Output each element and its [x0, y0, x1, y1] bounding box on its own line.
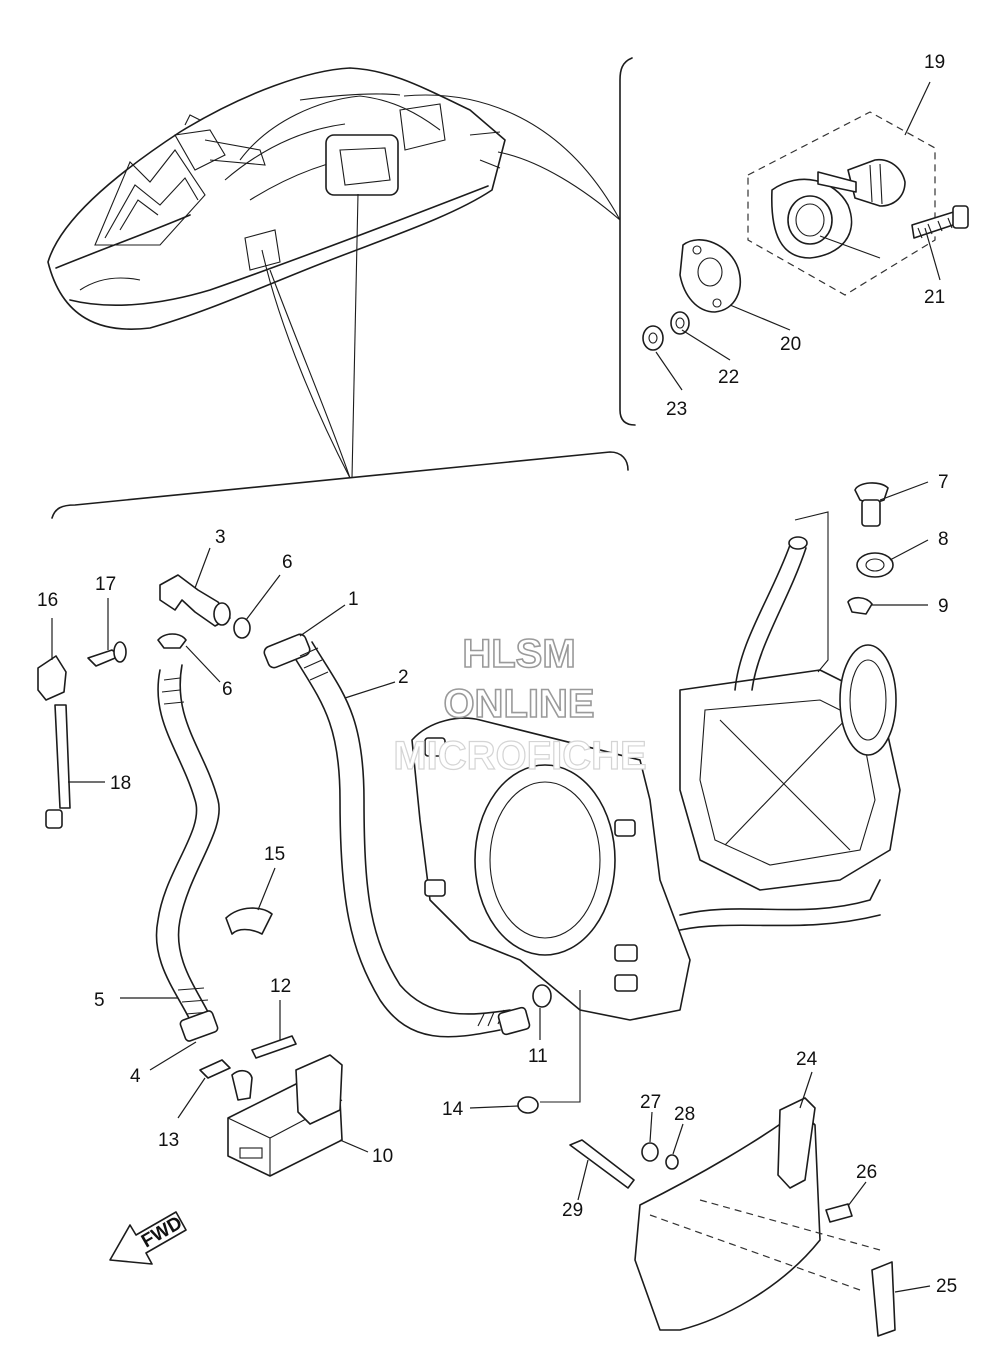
watercraft-overview [47, 67, 621, 479]
forward-direction-arrow: FWD [109, 1211, 187, 1265]
callout-14: 14 [442, 1099, 464, 1120]
callout-1: 1 [348, 589, 359, 610]
watermark: HLSM ONLINE MICROFICHE [393, 631, 648, 778]
callout-12: 12 [270, 976, 291, 997]
callout-numbers: 1 2 3 4 5 6 6 7 8 9 10 11 12 13 14 15 16… [37, 52, 957, 1297]
callout-28: 28 [674, 1104, 695, 1125]
callout-4: 4 [130, 1066, 141, 1087]
upper-section-bracket [619, 57, 636, 426]
cover-plate-assembly [569, 1097, 896, 1337]
callout-2: 2 [398, 667, 409, 688]
callout-18: 18 [110, 773, 131, 794]
callout-3: 3 [215, 527, 226, 548]
callout-23: 23 [666, 399, 687, 420]
callout-10: 10 [372, 1146, 393, 1167]
callout-21: 21 [924, 287, 945, 308]
callout-19: 19 [924, 52, 945, 73]
hoses-and-fittings [37, 574, 552, 1177]
drain-plug-assembly [642, 111, 969, 351]
lower-section-bracket [51, 451, 629, 519]
callout-8: 8 [938, 529, 949, 550]
callout-17: 17 [95, 574, 116, 595]
callout-24: 24 [796, 1049, 818, 1070]
callout-9: 9 [938, 596, 949, 617]
callout-7: 7 [938, 472, 949, 493]
callout-11: 11 [528, 1046, 548, 1067]
watermark-line1: HLSM [462, 632, 575, 676]
callout-29: 29 [562, 1200, 583, 1221]
callout-6-lower: 6 [222, 679, 233, 700]
jet-pump-housing [411, 482, 901, 1103]
callout-26: 26 [856, 1162, 877, 1183]
callout-20: 20 [780, 334, 801, 355]
callout-22: 22 [718, 367, 739, 388]
watermark-line2: ONLINE [443, 682, 594, 726]
callout-leaders [51, 81, 941, 1293]
callout-27: 27 [640, 1092, 661, 1113]
callout-13: 13 [158, 1130, 179, 1151]
callout-6-upper: 6 [282, 552, 293, 573]
fwd-label: FWD [138, 1213, 186, 1253]
callout-15: 15 [264, 844, 285, 865]
callout-16: 16 [37, 590, 58, 611]
callout-5: 5 [94, 990, 105, 1011]
watermark-line3: MICROFICHE [393, 734, 646, 778]
callout-25: 25 [936, 1276, 957, 1297]
